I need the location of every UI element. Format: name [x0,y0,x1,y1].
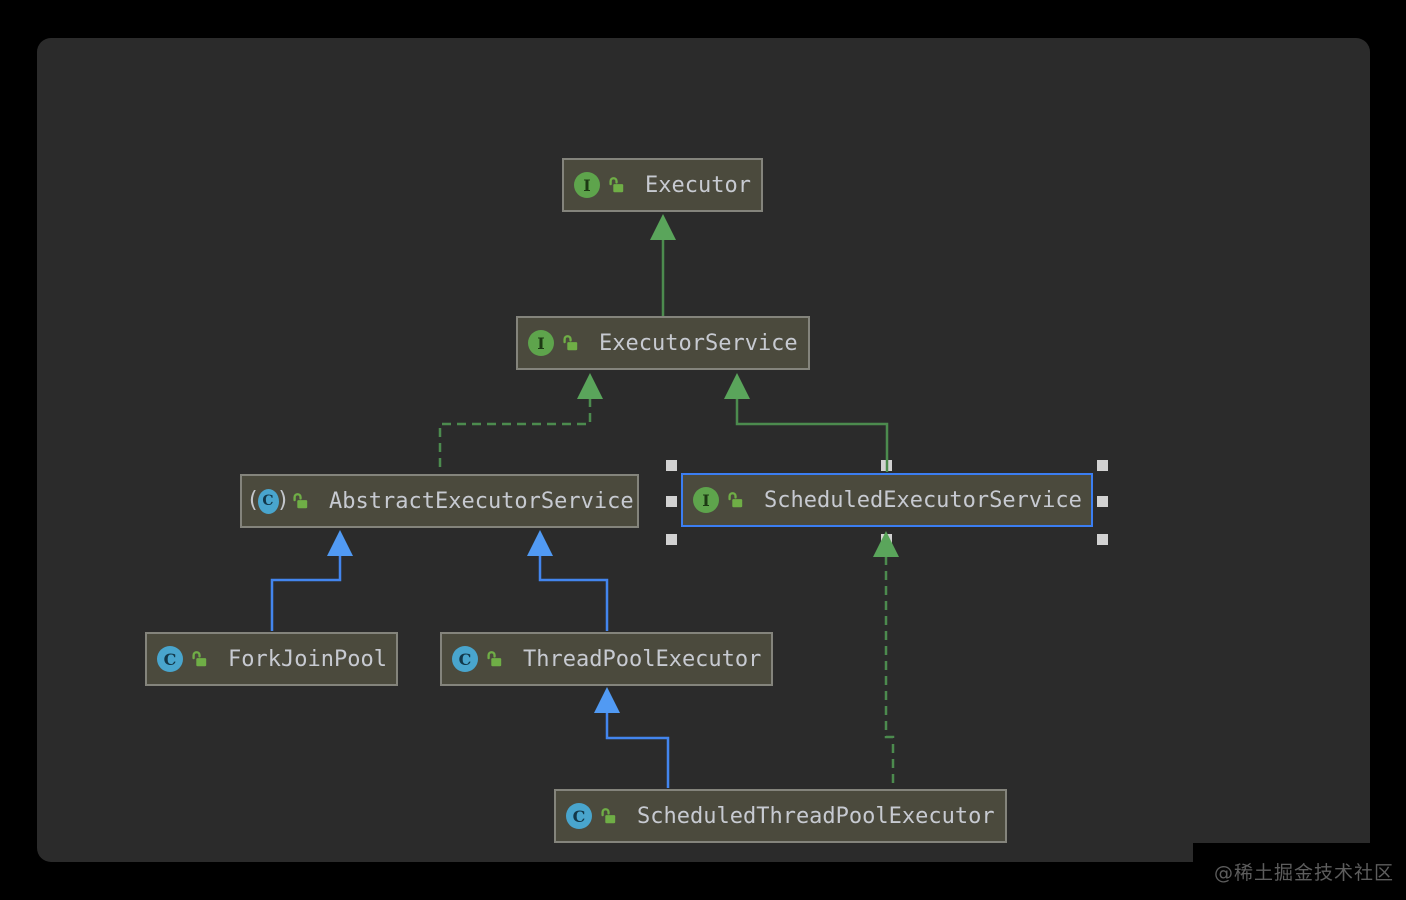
selection-handle-top-right[interactable] [1097,460,1108,471]
node-abstract-executor-service[interactable]: ( C ) AbstractExecutorService [240,474,639,528]
class-icon: C [566,803,592,829]
interface-icon: I [693,487,719,513]
abstract-paren-close: ) [276,488,290,513]
class-icon: C [157,646,183,672]
selection-handle-bottom-left[interactable] [666,534,677,545]
selection-handle-mid-left[interactable] [666,496,677,507]
node-label: ForkJoinPool [228,646,387,672]
public-lock-icon [293,493,308,509]
node-fork-join-pool[interactable]: C ForkJoinPool [145,632,398,686]
class-icon: C [452,646,478,672]
node-label: AbstractExecutorService [329,488,634,514]
interface-icon: I [528,330,554,356]
watermark: @稀土掘金技术社区 [1193,843,1406,900]
abstract-class-icon: ( C ) [246,488,290,514]
node-label: ThreadPoolExecutor [523,646,762,672]
abstract-paren-open: ( [246,488,260,513]
selection-handle-bottom-right[interactable] [1097,534,1108,545]
node-executor[interactable]: I Executor [562,158,763,212]
node-scheduled-executor-service[interactable]: I ScheduledExecutorService [681,473,1093,527]
node-label: Executor [645,172,751,198]
public-lock-icon [563,335,578,351]
node-scheduled-thread-pool-executor[interactable]: C ScheduledThreadPoolExecutor [554,789,1007,843]
public-lock-icon [487,651,502,667]
public-lock-icon [601,808,616,824]
interface-icon: I [574,172,600,198]
public-lock-icon [728,492,743,508]
public-lock-icon [609,177,624,193]
selection-handle-mid-right[interactable] [1097,496,1108,507]
selection-handle-top-left[interactable] [666,460,677,471]
node-label: ScheduledExecutorService [764,487,1082,513]
selection-handle-bottom-center[interactable] [881,534,892,545]
node-label: ScheduledThreadPoolExecutor [637,803,995,829]
selection-handle-top-center[interactable] [881,460,892,471]
node-executor-service[interactable]: I ExecutorService [516,316,810,370]
node-label: ExecutorService [599,330,798,356]
public-lock-icon [192,651,207,667]
node-thread-pool-executor[interactable]: C ThreadPoolExecutor [440,632,773,686]
